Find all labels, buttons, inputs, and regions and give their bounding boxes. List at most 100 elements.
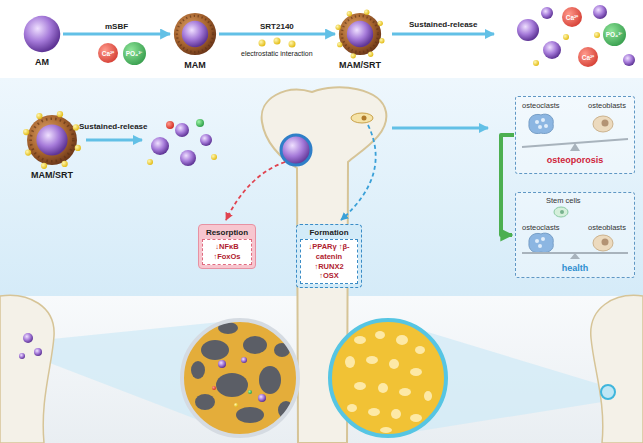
ion-circle: PO₄³⁻: [603, 23, 626, 46]
annotation-label: Sustained-release: [409, 20, 477, 29]
bone-pore: [345, 356, 355, 368]
ion-symbol: PO₄³⁻: [126, 49, 143, 58]
sphere-graphic: [26, 114, 78, 166]
ion-symbol: Ca²⁺: [582, 53, 594, 62]
bone-pore: [389, 359, 399, 369]
ion-symbol: PO₄³⁻: [606, 30, 623, 39]
released-particle: [541, 7, 553, 19]
ion-circle: Ca²⁺: [98, 43, 118, 63]
connector-arrow: [63, 33, 170, 36]
drug-molecule: [57, 111, 63, 117]
bone-pore: [375, 331, 385, 339]
bone-pore: [391, 409, 401, 419]
drug-molecule: [378, 21, 383, 26]
ion-circle: Ca²⁺: [562, 7, 582, 27]
drug-molecule: [563, 34, 569, 40]
annotation-label: electrostatic interaction: [241, 50, 313, 57]
bone-pore: [366, 356, 378, 364]
ion-symbol: Ca²⁺: [102, 49, 114, 58]
released-particle: [543, 41, 561, 59]
bone-pore: [368, 408, 380, 416]
shell-texture: [177, 16, 213, 52]
bone-pore: [378, 383, 388, 393]
particle-label: AM: [35, 57, 49, 67]
drug-molecule: [351, 53, 356, 58]
drug-molecule: [336, 25, 341, 30]
bone-pore: [410, 414, 422, 422]
bone-pore: [195, 394, 215, 410]
calcium-ion: [166, 121, 174, 129]
bone-pore: [415, 346, 425, 354]
release-arrow: [86, 139, 142, 142]
drug-molecule: [337, 42, 342, 47]
marker-list: ↓NFκB ↑FoxOs: [202, 239, 252, 265]
bone-pore: [236, 407, 264, 423]
state-panel: osteoclastsosteoblastsosteoporosis: [515, 96, 635, 174]
drug-molecule: [41, 163, 47, 169]
pathway-box: Formation↓PPARγ ↑β-catenin ↑RUNX2 ↑OSX: [296, 224, 362, 288]
drug-molecule: [289, 41, 296, 48]
mineral-shell: [27, 115, 77, 165]
healed-site: [601, 385, 615, 399]
ion-circle: PO₄³⁻: [123, 42, 146, 65]
sphere-graphic: [23, 15, 61, 53]
ion-circle: Ca²⁺: [578, 47, 598, 67]
formation-arrow: [341, 125, 376, 220]
drug-molecule: [594, 32, 600, 38]
released-particle: [593, 5, 607, 19]
connector-arrow: [501, 135, 514, 235]
particle-core: [182, 21, 208, 47]
bone-pore: [191, 361, 205, 379]
released-particle: [200, 134, 212, 146]
bone-matrix: [330, 320, 446, 436]
drug-molecule: [75, 145, 81, 151]
top-band: [0, 0, 643, 78]
bone-pore: [354, 336, 366, 344]
particle-node: MAM/SRT: [338, 12, 382, 56]
bone-pore: [380, 427, 392, 433]
drug-molecule: [23, 129, 29, 135]
implanted-particle: [281, 135, 311, 165]
drug-molecule: [147, 159, 153, 165]
particle-label: MAM: [184, 60, 206, 70]
released-particle: [517, 19, 539, 41]
implanted-particle: [241, 357, 247, 363]
cell-label: osteoblasts: [588, 223, 626, 232]
bone-pore: [259, 366, 281, 394]
particle-label: MAM/SRT: [31, 170, 73, 180]
mineral-shell: [339, 13, 381, 55]
drug-molecule: [61, 161, 67, 167]
release-arrow: [392, 33, 494, 36]
mineral-shell: [174, 13, 216, 55]
bone-pore: [396, 335, 408, 345]
porous-bone-view: [182, 320, 298, 436]
bone-pore: [216, 373, 248, 397]
implanted-particle: [34, 348, 42, 356]
connector-arrow: [219, 33, 335, 36]
particle-node: MAM: [173, 12, 217, 56]
drug-molecule: [25, 149, 31, 155]
drug-molecule: [259, 40, 266, 47]
released-particle: [623, 54, 635, 66]
box-title: Formation: [300, 228, 358, 237]
state-label: health: [516, 263, 634, 273]
bone-pore: [243, 336, 267, 354]
particle-node: MAM/SRT: [26, 114, 78, 166]
bone-pore: [347, 404, 357, 412]
drug-molecule: [347, 11, 352, 16]
view-ring: [182, 320, 298, 436]
drug-molecule: [368, 52, 373, 57]
calcium-ion: [212, 386, 216, 390]
drug-molecule: [274, 38, 281, 45]
view-ring: [330, 320, 446, 436]
phosphate-ion: [196, 119, 204, 127]
released-particle: [175, 123, 189, 137]
particle-core: [347, 21, 373, 47]
bone-pore: [399, 388, 411, 396]
drug-molecule: [234, 403, 238, 407]
drug-molecule: [533, 60, 539, 66]
implanted-particle: [23, 333, 33, 343]
drug-molecule: [36, 113, 42, 119]
shell-texture: [31, 119, 74, 162]
particle-core: [36, 124, 67, 155]
